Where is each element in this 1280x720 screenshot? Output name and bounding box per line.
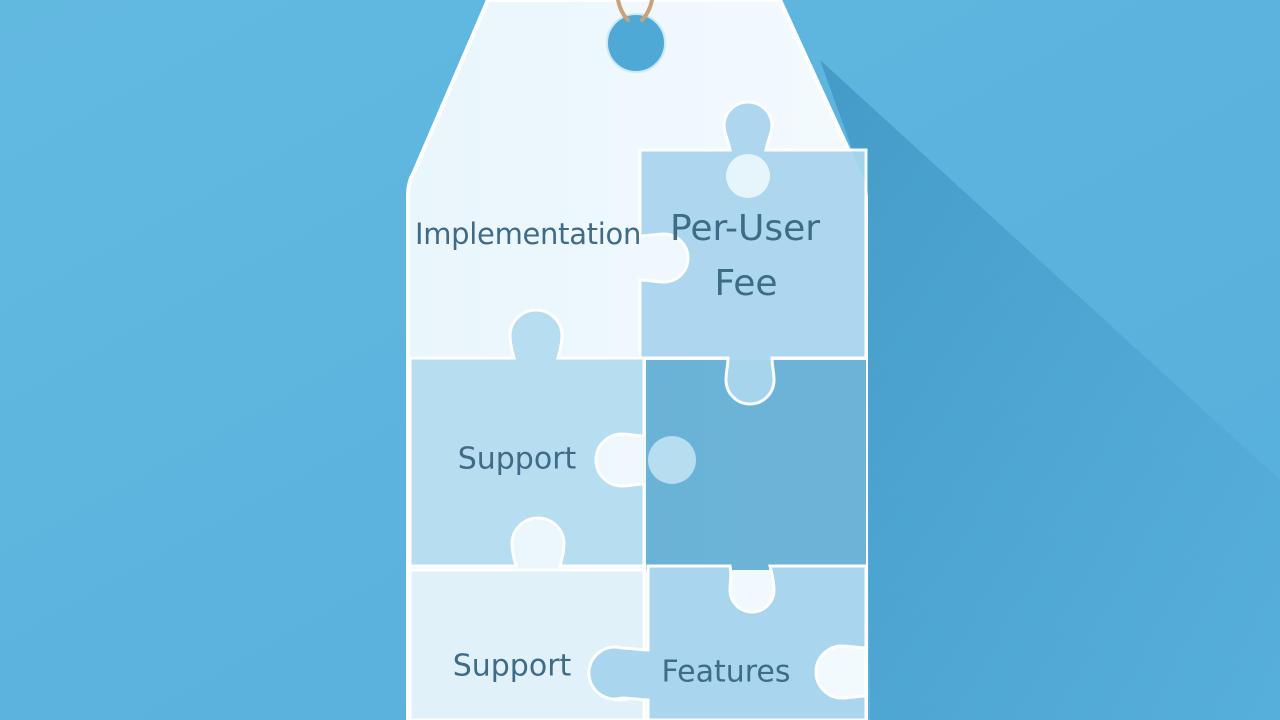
- piece-label-support-bottom: Support: [453, 649, 572, 684]
- tag-hole-ring: [606, 13, 666, 73]
- piece-label-implementation: Implementation: [415, 217, 641, 251]
- support-connector-knob: [648, 436, 696, 484]
- piece-label-per-user: Per-User: [670, 208, 820, 249]
- tag-hole: [607, 14, 665, 72]
- tag-shadow: [820, 60, 1280, 720]
- piece-label-support-middle: Support: [458, 442, 577, 477]
- piece-label-features: Features: [662, 655, 791, 690]
- per-user-fee-piece: [638, 100, 868, 406]
- features-piece: [587, 564, 868, 720]
- piece-label-fee: Fee: [714, 263, 777, 304]
- per-user-fee-knob: [726, 154, 770, 198]
- tag-string: [616, 0, 654, 22]
- support-middle-piece: [408, 308, 646, 568]
